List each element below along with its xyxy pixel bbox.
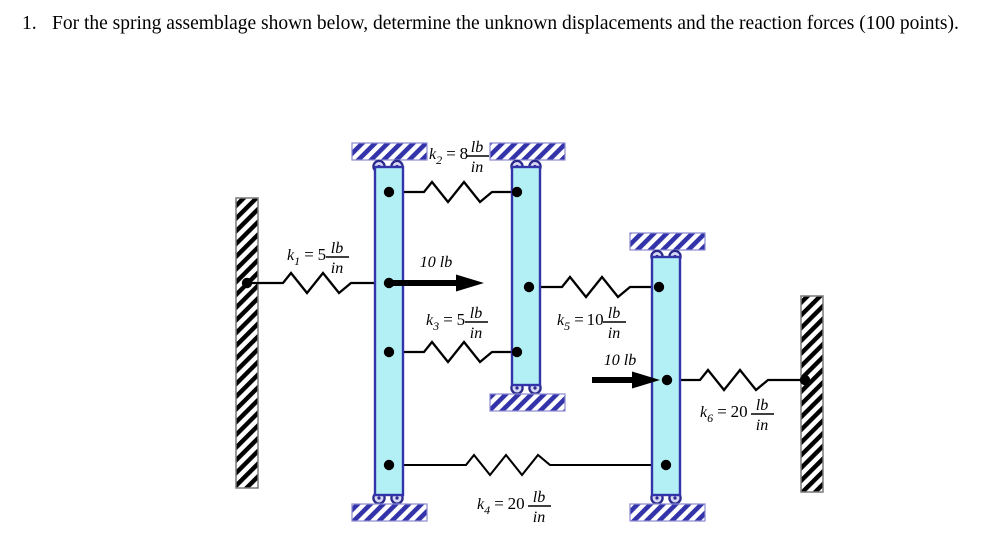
spring-assemblage-figure: k2=8 lb in k1=5 lb in 10 lb k3=5 lb in k… [0,95,997,555]
problem-text: For the spring assemblage shown below, d… [52,13,959,34]
k2-numerator: lb [471,139,483,156]
k4-denominator: in [533,509,545,526]
force-2-label: 10 lb [604,352,636,369]
node-bar3-mid [661,374,673,386]
k3-numerator: lb [470,305,482,322]
label-k6: k6=20 lb in [700,397,774,434]
problem-number: 1. [22,13,37,34]
node-bar2-top [511,186,523,198]
right-wall [800,295,824,493]
force-arrow-1 [389,274,484,292]
spring-k4 [389,453,666,477]
k2-subscript: 2 [436,153,442,167]
node-bar1-bottom [383,459,395,471]
node-bar3-bottom [660,459,672,471]
node-bar1-top [383,186,395,198]
k1-subscript: 1 [294,254,300,268]
k5-numerator: lb [608,305,620,322]
k4-value: 20 [508,494,525,513]
node-left-wall [241,277,253,289]
k1-symbol: k [287,247,295,264]
node-bar2-mid [523,281,535,293]
svg-text:k6=20: k6=20 [700,402,748,425]
k5-symbol: k [557,312,565,329]
label-k2: k2=8 lb in [429,139,489,176]
spring-k5 [529,275,659,299]
svg-text:k2=8: k2=8 [429,144,468,167]
k6-denominator: in [756,417,768,434]
k1-numerator: lb [331,240,343,257]
support-bar1-bottom [351,491,428,522]
k5-equals: = [573,310,584,329]
k1-denominator: in [331,260,343,277]
problem-statement: 1. For the spring assemblage shown below… [22,10,972,38]
k6-equals: = [716,402,727,421]
label-k1: k1=5 lb in [287,240,349,277]
k3-subscript: 3 [432,319,439,333]
node-bar3-top [653,281,665,293]
k6-value: 20 [731,402,748,421]
k5-value: 10 [587,310,604,329]
k1-value: 5 [318,245,327,264]
label-force-1: 10 lb [420,254,452,271]
k3-equals: = [442,310,453,329]
k3-symbol: k [426,312,434,329]
k2-symbol: k [429,146,437,163]
connection-nodes [241,186,811,471]
k6-symbol: k [700,404,708,421]
k4-numerator: lb [533,489,545,506]
label-k4: k4=20 lb in [477,489,551,526]
svg-text:k1=5: k1=5 [287,245,326,268]
k2-value: 8 [460,144,469,163]
node-right-wall [799,374,811,386]
node-bar1-low [383,346,395,358]
spring-k1 [247,271,389,295]
k4-symbol: k [477,496,485,513]
label-k5: k5=10 lb in [557,305,626,342]
label-k3: k3=5 lb in [426,305,488,342]
force-1-label: 10 lb [420,254,452,271]
svg-text:k3=5: k3=5 [426,310,465,333]
left-wall [235,197,259,489]
k6-numerator: lb [756,397,768,414]
support-bar3-bottom [629,491,706,522]
label-force-2: 10 lb [604,352,636,369]
k3-denominator: in [470,325,482,342]
k5-denominator: in [608,325,620,342]
force-arrow-2 [592,371,660,389]
k3-value: 5 [457,310,466,329]
k5-subscript: 5 [564,319,570,333]
k4-equals: = [493,494,504,513]
bar-2 [510,165,542,387]
spring-k6 [667,368,805,392]
node-bar2-bottom [511,346,523,358]
support-bar2-bottom [489,381,566,412]
k2-denominator: in [471,159,483,176]
spring-k2 [389,180,517,204]
spring-k3 [389,340,517,364]
k4-subscript: 4 [484,503,490,517]
bar-1 [373,165,405,497]
k6-subscript: 6 [707,411,713,425]
k2-equals: = [445,144,456,163]
k1-equals: = [303,245,314,264]
svg-text:k4=20: k4=20 [477,494,525,517]
svg-text:k5=10: k5=10 [557,310,604,333]
